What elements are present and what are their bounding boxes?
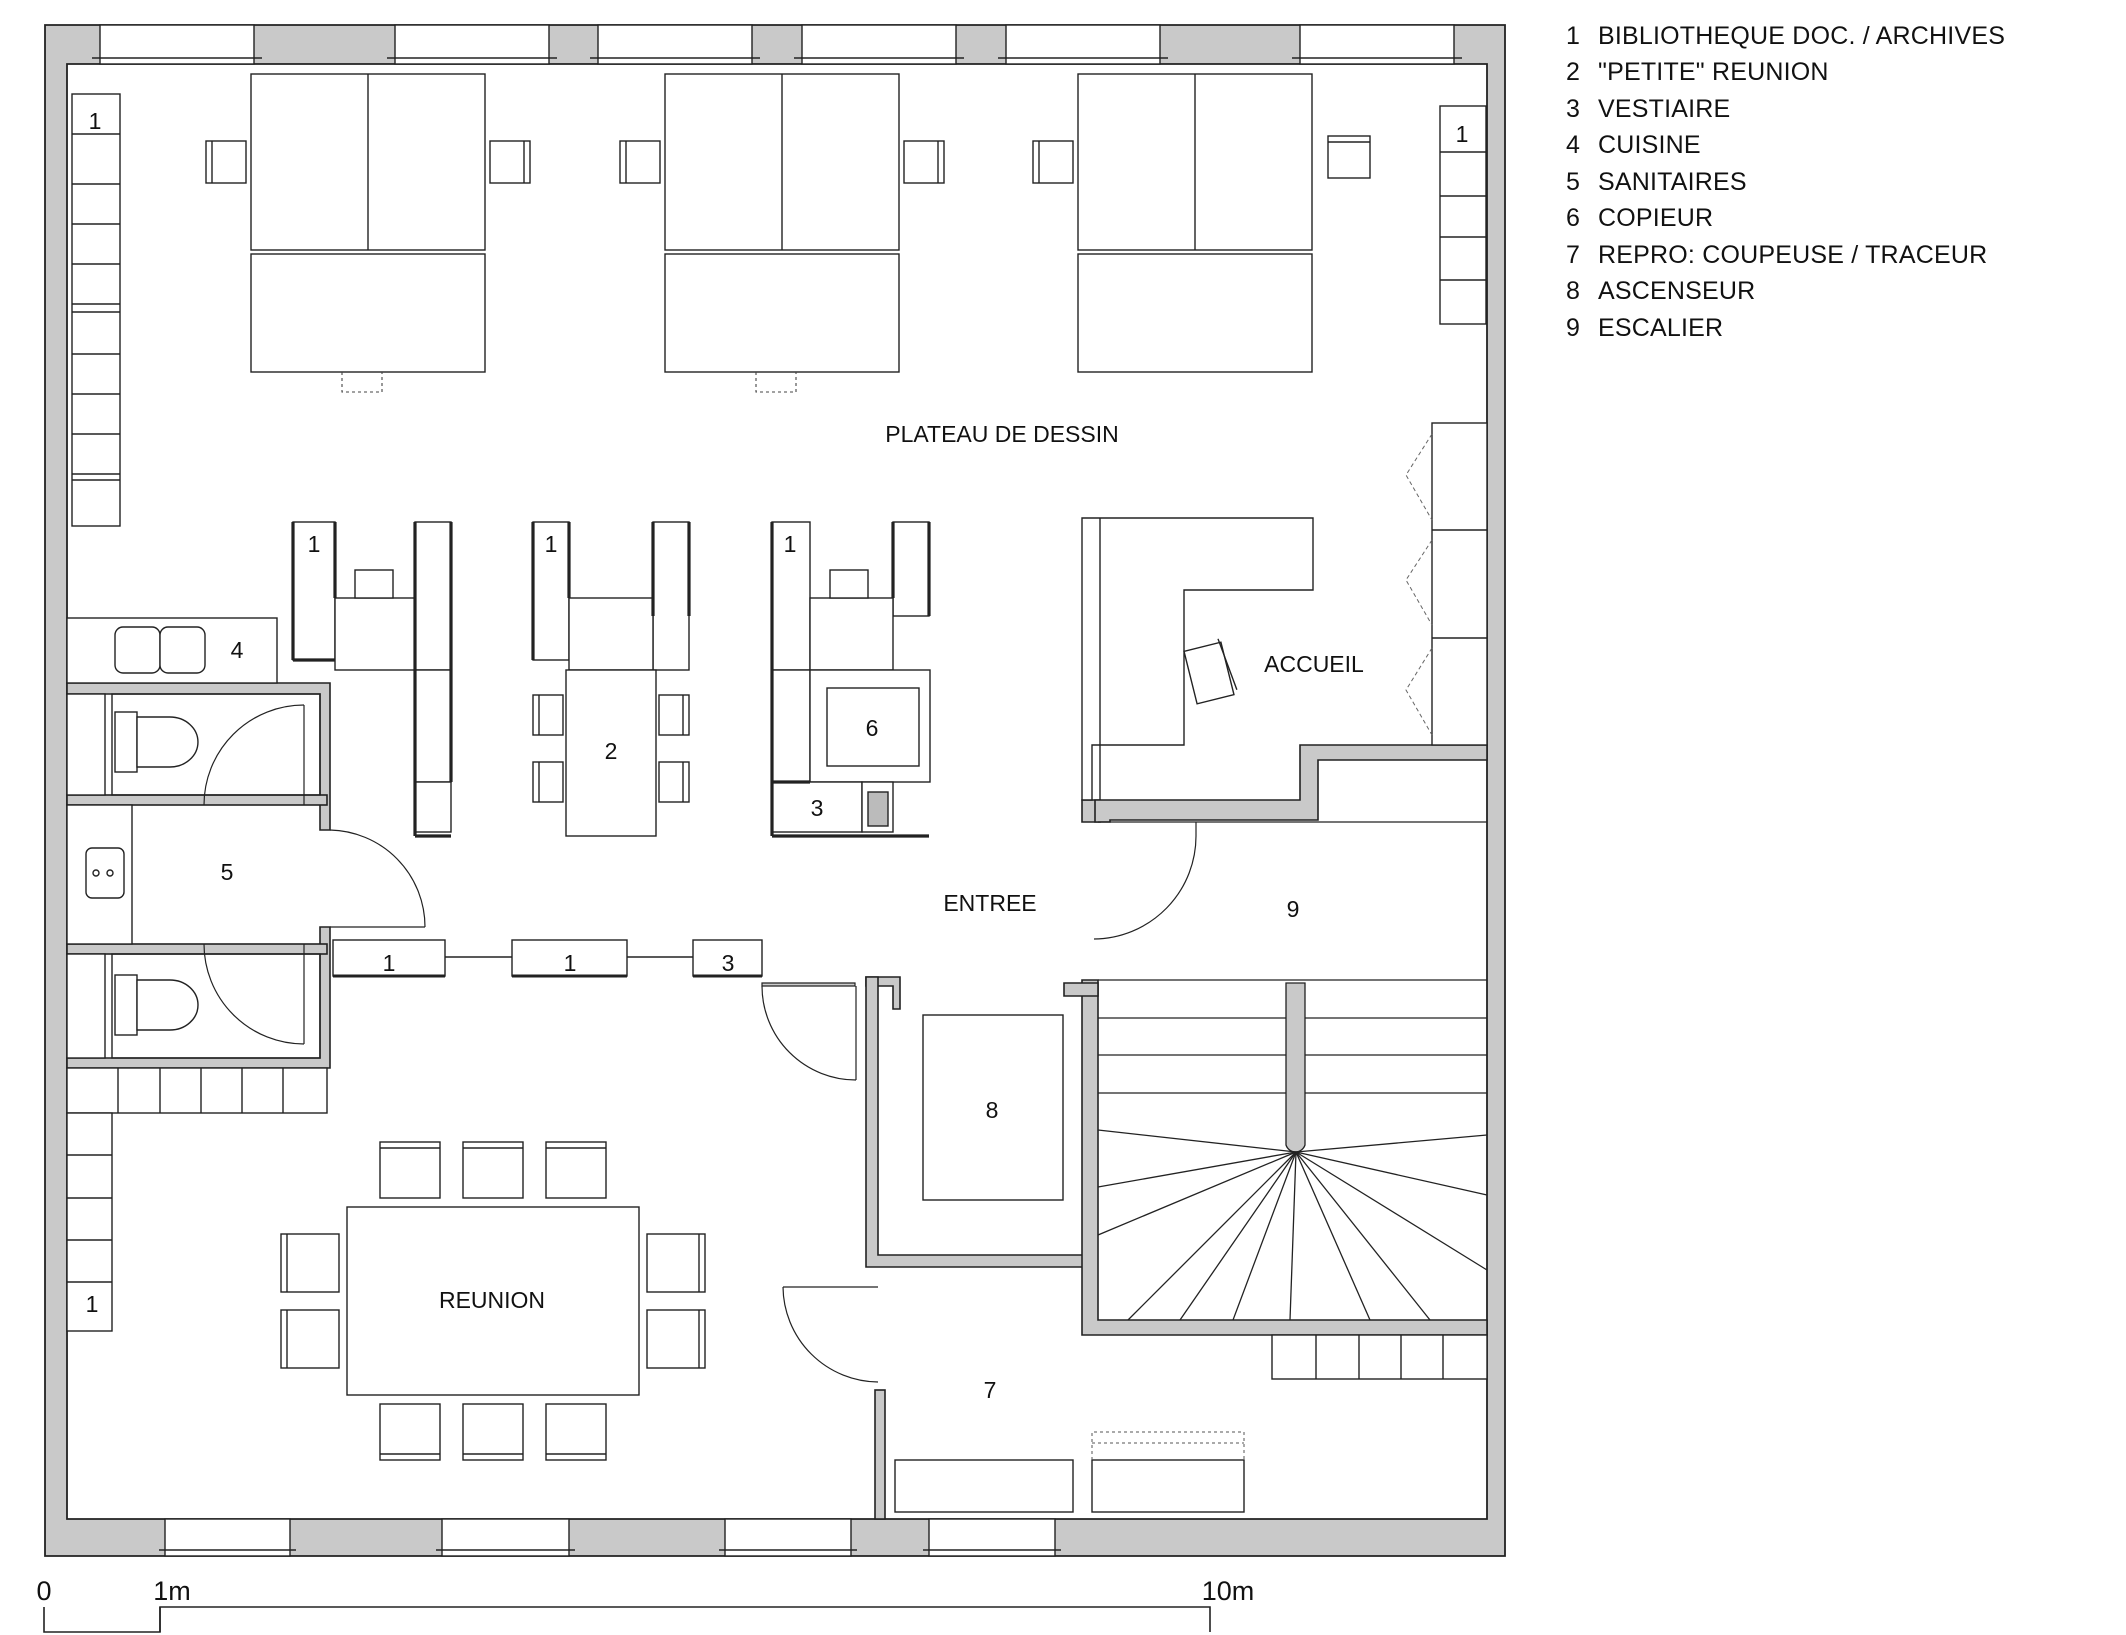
- legend-item: 3 VESTIAIRE: [1566, 91, 2005, 128]
- legend-item: 4 CUISINE: [1566, 128, 2005, 165]
- tag-1-shelf-right: 1: [1456, 121, 1469, 147]
- shelves-right-top: [1439, 105, 1487, 325]
- sanitaires: [66, 693, 321, 1059]
- cabinets-right: [1431, 422, 1488, 746]
- legend-num: 5: [1566, 167, 1581, 196]
- legend-num: 4: [1566, 131, 1581, 160]
- legend-text: REPRO: COUPEUSE / TRACEUR: [1598, 240, 1988, 269]
- label-accueil: ACCUEIL: [1264, 651, 1364, 677]
- lift: [922, 1014, 1064, 1201]
- scale-labels: 0 1m 10m: [36, 1576, 1254, 1606]
- legend-text: CUISINE: [1598, 131, 1701, 160]
- tag-1-shelf-bottom: 1: [86, 1291, 99, 1317]
- accueil-desk: [1081, 517, 1314, 801]
- scale-10m: 10m: [1202, 1576, 1255, 1606]
- kitchen: [66, 617, 278, 684]
- tag-2: 2: [605, 738, 618, 764]
- label-plateau: PLATEAU DE DESSIN: [885, 421, 1118, 447]
- tag-8: 8: [986, 1097, 999, 1123]
- drawing-desks: [205, 73, 1371, 373]
- tag-1-shelf-left: 1: [89, 108, 102, 134]
- legend-num: 2: [1566, 58, 1581, 87]
- petite-reunion-chairs: [532, 694, 690, 803]
- legend-text: ASCENSEUR: [1598, 277, 1756, 306]
- scale-bar: [43, 1606, 1211, 1633]
- tag-5: 5: [221, 859, 234, 885]
- shelves-left-top: [71, 93, 121, 527]
- legend-text: ESCALIER: [1598, 313, 1724, 342]
- tag-1-entrance-b: 1: [564, 950, 577, 976]
- legend-item: 6 COPIEUR: [1566, 201, 2005, 238]
- shelves-stair: [1271, 1334, 1488, 1380]
- windows-top: [92, 24, 1462, 65]
- tag-1-group-c: 1: [784, 531, 797, 557]
- legend-text: COPIEUR: [1598, 204, 1714, 233]
- tag-1-group-a: 1: [308, 531, 321, 557]
- legend: 1 BIBLIOTHEQUE DOC. / ARCHIVES 2 "PETITE" …: [1566, 18, 2005, 347]
- legend-item: 7 REPRO: COUPEUSE / TRACEUR: [1566, 237, 2005, 274]
- legend-num: 9: [1566, 313, 1581, 342]
- legend-text: "PETITE" REUNION: [1598, 58, 1829, 87]
- tag-6: 6: [866, 715, 879, 741]
- legend-num: 6: [1566, 204, 1581, 233]
- stairs: [1097, 821, 1488, 1321]
- tag-7: 7: [984, 1377, 997, 1403]
- tag-3-vestiaire: 3: [811, 795, 824, 821]
- legend-num: 7: [1566, 240, 1581, 269]
- legend-text: BIBLIOTHEQUE DOC. / ARCHIVES: [1598, 21, 2006, 50]
- scale-1m: 1m: [153, 1576, 191, 1606]
- legend-item: 5 SANITAIRES: [1566, 164, 2005, 201]
- legend-item: 1 BIBLIOTHEQUE DOC. / ARCHIVES: [1566, 18, 2005, 55]
- tag-4: 4: [231, 637, 244, 663]
- reunion-table: [280, 1141, 706, 1461]
- legend-num: 1: [1566, 21, 1581, 50]
- shelves-left-bottom: [66, 1112, 113, 1332]
- label-entree: ENTREE: [943, 890, 1036, 916]
- scale-0: 0: [36, 1576, 51, 1606]
- legend-num: 8: [1566, 277, 1581, 306]
- cabinet-door-swings: [1405, 433, 1433, 736]
- tag-3-entrance: 3: [722, 950, 735, 976]
- legend-text: SANITAIRES: [1598, 167, 1747, 196]
- wc-doors: [203, 704, 426, 1045]
- legend-text: VESTIAIRE: [1598, 94, 1731, 123]
- reunion-door: [761, 982, 857, 1081]
- legend-num: 3: [1566, 94, 1581, 123]
- repro-door: [782, 1286, 879, 1383]
- stair-door: [1093, 822, 1197, 940]
- tag-1-group-b: 1: [545, 531, 558, 557]
- repro-plotter: [1091, 1431, 1245, 1460]
- label-reunion: REUNION: [439, 1287, 545, 1313]
- repro-furniture: [894, 1459, 1245, 1513]
- central-shelves: [291, 521, 931, 838]
- tag-9: 9: [1287, 896, 1300, 922]
- room-labels: PLATEAU DE DESSIN ACCUEIL ENTREE REUNION…: [86, 108, 1469, 1403]
- desk-plugs: [341, 372, 797, 393]
- shelves-entrance: [332, 939, 763, 978]
- tag-1-entrance-a: 1: [383, 950, 396, 976]
- windows-bottom: [159, 1518, 1061, 1557]
- legend-item: 8 ASCENSEUR: [1566, 274, 2005, 311]
- shelves-wc-row: [66, 1067, 328, 1114]
- legend-item: 9 ESCALIER: [1566, 310, 2005, 347]
- legend-item: 2 "PETITE" REUNION: [1566, 55, 2005, 92]
